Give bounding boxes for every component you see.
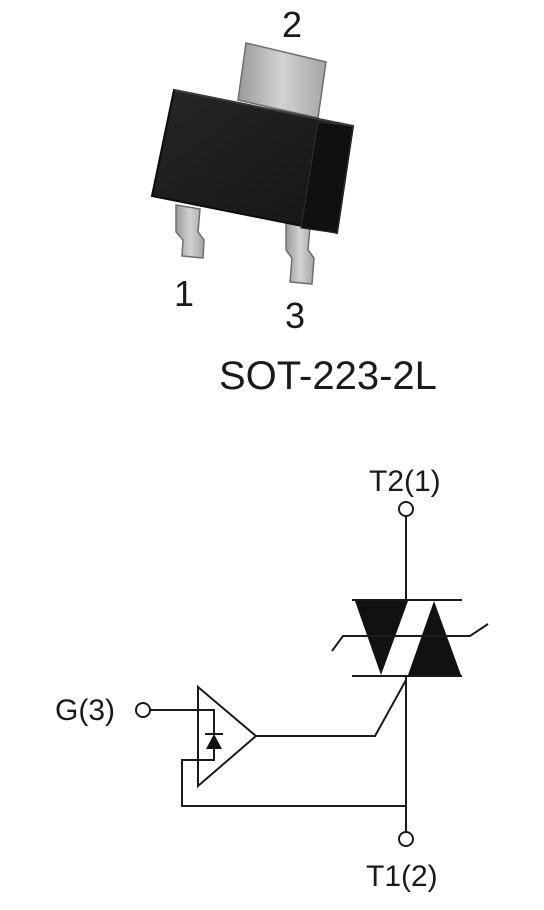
t2-label: T2(1) — [369, 465, 441, 498]
gate-terminal-circle — [135, 702, 151, 718]
pin1-label: 1 — [174, 273, 194, 314]
t1-label: T1(2) — [366, 860, 438, 893]
trigger-wire — [256, 679, 407, 737]
amplifier-triangle — [197, 684, 258, 789]
gate-label: G(3) — [55, 694, 115, 727]
triac-symbol — [331, 599, 489, 677]
diode-return-wire — [181, 749, 406, 807]
package-name: SOT-223-2L — [219, 354, 437, 398]
t1-terminal-circle — [398, 831, 414, 847]
t2-terminal-circle — [398, 501, 414, 517]
package-top-edge — [173, 89, 354, 127]
triac-gate-bar — [331, 623, 489, 652]
triac-schematic — [135, 501, 489, 847]
triac-up-triangle — [408, 601, 461, 675]
lead-pin3 — [285, 221, 315, 285]
triac-down-triangle — [355, 601, 408, 675]
gate-wire — [150, 709, 215, 734]
pin2-label: 2 — [282, 4, 302, 45]
sot223-package: 2 1 3 SOT-223-2L — [150, 4, 437, 398]
diode-triangle — [206, 734, 222, 749]
pin3-label: 3 — [285, 295, 305, 336]
lead-pin1 — [175, 204, 205, 259]
